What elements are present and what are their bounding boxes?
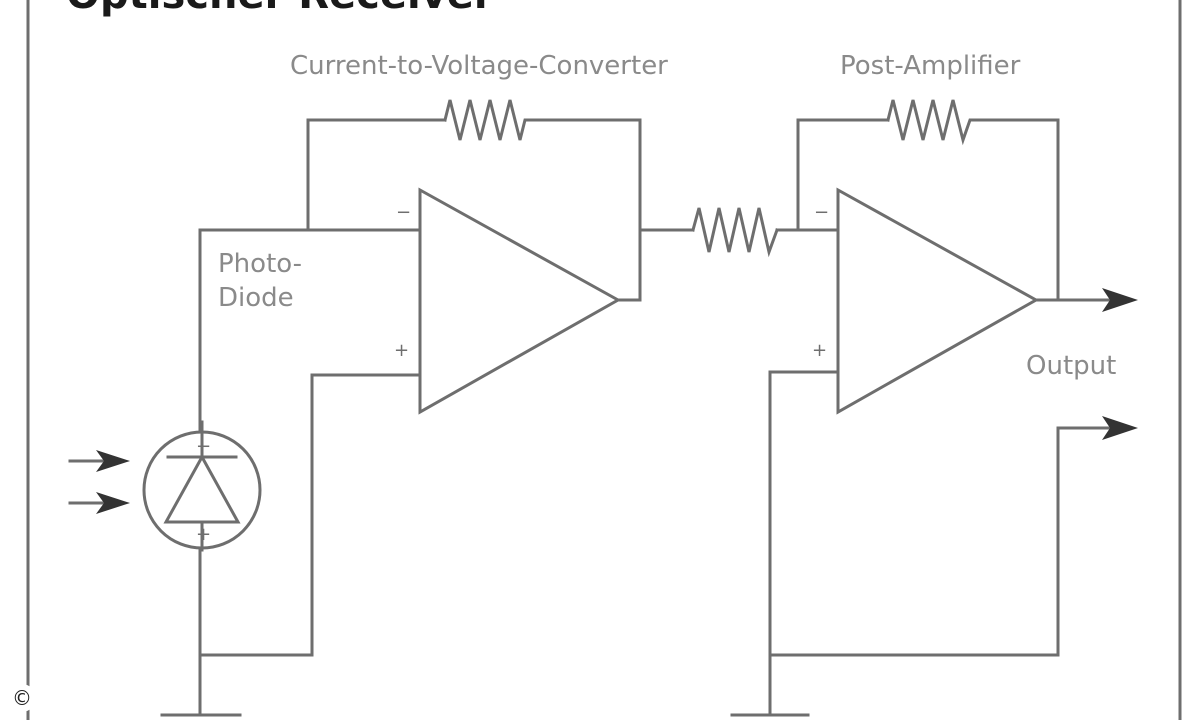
post-amplifier-label: Post-Amplifier bbox=[840, 51, 1021, 81]
copyright-icon: © bbox=[8, 684, 36, 712]
converter-minus-sign: − bbox=[396, 202, 411, 223]
converter-opamp bbox=[418, 187, 622, 415]
photodiode-label-line1: Photo- bbox=[218, 249, 302, 279]
diagram-title: Optischer Receiver bbox=[66, 0, 494, 18]
light-arrow-icon bbox=[68, 450, 130, 514]
converter-plus-sign: + bbox=[394, 340, 409, 361]
converter-label: Current-to-Voltage-Converter bbox=[290, 51, 668, 81]
post-amp-plus-sign: + bbox=[812, 340, 827, 361]
post-amp-opamp bbox=[836, 187, 1040, 415]
output-label: Output bbox=[1026, 351, 1116, 381]
output-arrow-top-icon bbox=[1102, 288, 1138, 312]
photodiode-symbol bbox=[163, 420, 241, 552]
post-amp-noninverting-wire bbox=[768, 370, 840, 717]
photodiode-label-line2: Diode bbox=[218, 283, 294, 313]
output-return-wire bbox=[768, 426, 1112, 657]
converter-feedback-wire bbox=[306, 118, 642, 302]
converter-noninverting-wire bbox=[198, 373, 422, 657]
converter-inverting-wire bbox=[198, 228, 422, 457]
output-arrow-bottom-icon bbox=[1102, 416, 1138, 440]
post-amp-feedback-wire bbox=[796, 118, 1060, 302]
post-amp-minus-sign: − bbox=[814, 202, 829, 223]
converter-feedback-resistor bbox=[443, 99, 532, 141]
coupling-resistor bbox=[691, 207, 779, 258]
photodiode-bottom-sign: + bbox=[196, 524, 211, 545]
post-amp-feedback-resistor bbox=[886, 99, 977, 146]
photodiode-top-sign: − bbox=[196, 436, 211, 457]
frame-border bbox=[26, 0, 1182, 720]
